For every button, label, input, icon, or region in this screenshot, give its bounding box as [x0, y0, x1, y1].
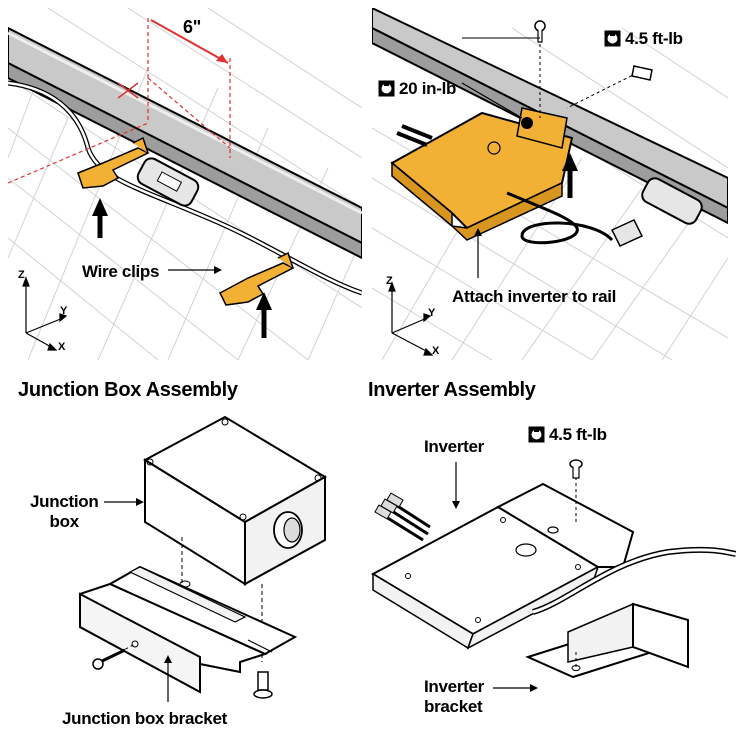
bolt-icon: [253, 671, 273, 699]
cable-plug: [610, 219, 644, 247]
junction-box-bracket-label: Junction box bracket: [62, 709, 227, 728]
wire-connector: [136, 157, 200, 207]
mark-x: [117, 82, 139, 99]
torque-bolt: 4.5 ft-lb: [604, 30, 683, 47]
inverter-assembly-illustration: [370, 459, 736, 692]
distance-label: 6": [183, 17, 201, 37]
inverter-label: Inverter: [424, 437, 484, 456]
panel-inverter-assembly: Inverter Assembly: [368, 372, 736, 736]
attach-inverter-callout: Attach inverter to rail: [452, 287, 617, 306]
inverter-plate: [390, 107, 574, 241]
wire-clip-1: [77, 136, 150, 189]
torque-rail: 20 in-lb: [378, 80, 456, 97]
axis-x-label: X: [58, 341, 66, 353]
junction-box-label: Junction box: [30, 492, 99, 531]
leader-line: [461, 82, 523, 119]
bolt-icon: [631, 65, 653, 81]
junction-box-illustration: [79, 415, 327, 702]
wire-clips-callout: Wire clips: [82, 262, 160, 281]
panel-junction-box: Junction Box Assembly: [0, 372, 368, 736]
screw-icon: [534, 20, 546, 43]
wire-clips-illustration: [8, 8, 362, 360]
panel-attach-inverter: 20 in-lb 4.5 ft-lb Attach inverter to ra…: [372, 8, 728, 360]
axis-z-label: Z: [386, 275, 393, 287]
inverter-torque-label: 4.5 ft-lb: [549, 425, 607, 444]
torque-wrench-icon: [378, 80, 395, 97]
wire-clip-2: [219, 251, 295, 306]
inverter-torque: 4.5 ft-lb: [528, 426, 607, 443]
wire-connector: [641, 177, 703, 225]
up-arrow-icon: [256, 292, 272, 338]
inverter-bracket: [525, 602, 689, 679]
inverter-assembly-heading: Inverter Assembly: [368, 379, 536, 401]
screw-icon: [569, 459, 583, 479]
panel-wire-clips: 6" Wire clips Z Y X: [8, 8, 362, 360]
axis-z-label: Z: [18, 269, 25, 281]
up-arrow-icon: [562, 153, 578, 198]
torque-rail-label: 20 in-lb: [399, 79, 457, 98]
up-arrow-icon: [92, 198, 108, 238]
red-guide-lines: [8, 18, 231, 184]
axis-triad: [388, 281, 434, 356]
junction-box-bracket: [79, 565, 298, 694]
axis-x-label: X: [432, 345, 440, 357]
torque-wrench-icon: [528, 426, 545, 443]
screw-icon: [92, 648, 126, 670]
axis-y-label: Y: [428, 307, 436, 319]
attach-inverter-illustration: [372, 8, 728, 360]
axis-y-label: Y: [60, 305, 68, 317]
guide-lines: [539, 38, 638, 118]
inverter-bracket-label: Inverter bracket: [424, 677, 484, 716]
junction-box-heading: Junction Box Assembly: [18, 379, 238, 401]
torque-wrench-icon: [604, 30, 621, 47]
rail: [8, 26, 362, 260]
junction-box: [143, 415, 327, 586]
inverter-plate: [370, 482, 635, 650]
torque-bolt-label: 4.5 ft-lb: [625, 29, 683, 48]
axis-triad: [22, 276, 68, 351]
